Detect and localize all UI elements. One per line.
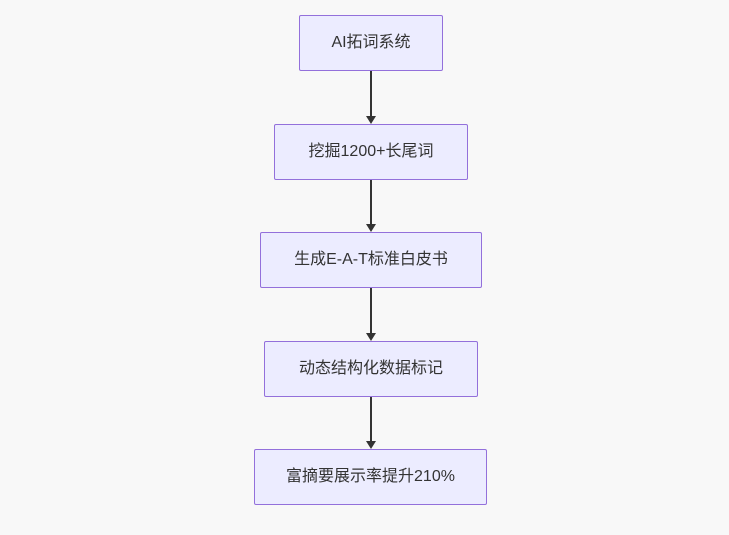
arrow-line: [370, 180, 372, 225]
arrow-line: [370, 397, 372, 442]
arrow-down-icon: [366, 441, 376, 449]
flow-node-1: AI拓词系统: [299, 15, 443, 71]
flow-node-2-label: 挖掘1200+长尾词: [308, 143, 434, 160]
flow-node-3-label: 生成E-A-T标准白皮书: [294, 251, 448, 268]
flow-arrow-3: [366, 288, 376, 341]
flow-node-2: 挖掘1200+长尾词: [274, 124, 468, 180]
flow-arrow-1: [366, 71, 376, 124]
arrow-down-icon: [366, 333, 376, 341]
arrow-down-icon: [366, 224, 376, 232]
flow-node-3: 生成E-A-T标准白皮书: [260, 232, 482, 288]
flow-node-5-label: 富摘要展示率提升210%: [286, 468, 455, 485]
flow-node-4: 动态结构化数据标记: [264, 341, 478, 397]
flow-arrow-4: [366, 397, 376, 449]
arrow-line: [370, 288, 372, 334]
arrow-line: [370, 71, 372, 117]
flow-node-1-label: AI拓词系统: [331, 34, 411, 51]
flow-node-4-label: 动态结构化数据标记: [298, 360, 443, 377]
flow-arrow-2: [366, 180, 376, 232]
flow-node-5: 富摘要展示率提升210%: [254, 449, 487, 505]
arrow-down-icon: [366, 116, 376, 124]
